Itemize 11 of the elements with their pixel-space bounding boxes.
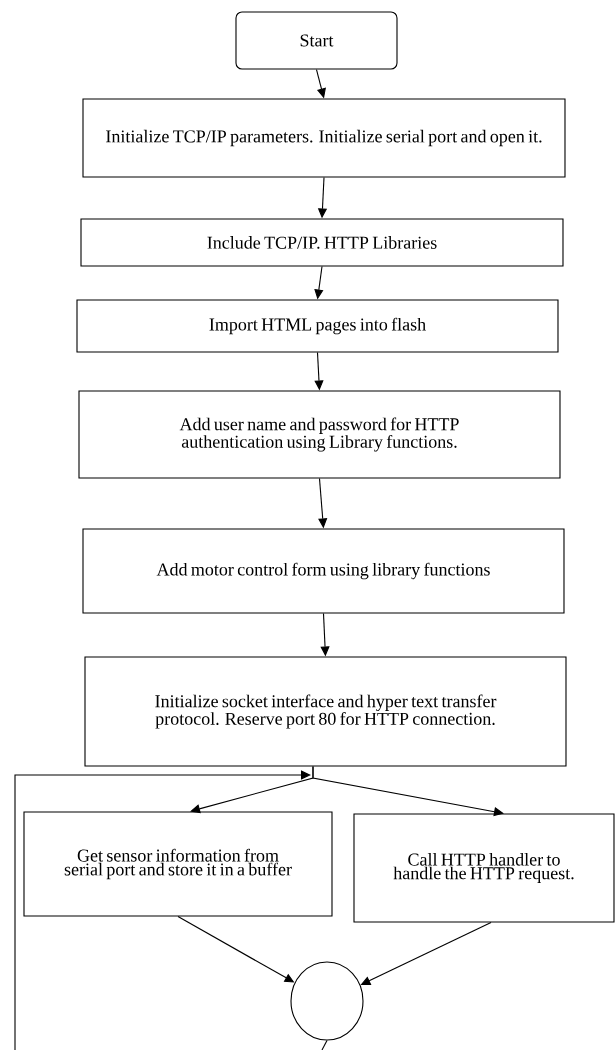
connector-circle <box>290 961 364 1041</box>
process-box: Initialize TCP/IP parameters. Initialize serial port and open it. <box>82 98 566 178</box>
process-box: Add motor control form using library functions <box>82 528 565 614</box>
start-box: Start <box>235 11 398 70</box>
process-box: Add user name and password for HTTP authentication using Library functions. <box>78 390 561 479</box>
process-box: Include TCP/IP. HTTP Libraries <box>80 218 564 267</box>
arrow <box>14 770 311 1050</box>
process-box: Get sensor information from serial port and store it in a buffer <box>23 811 333 917</box>
process-box: Import HTML pages into flash <box>76 299 559 353</box>
process-box: Call HTTP handler to handle the HTTP request. <box>353 813 615 923</box>
process-box: Initialize socket interface and hyper text transfer protocol. Reserve port 80 for HTTP connection. <box>84 656 567 767</box>
